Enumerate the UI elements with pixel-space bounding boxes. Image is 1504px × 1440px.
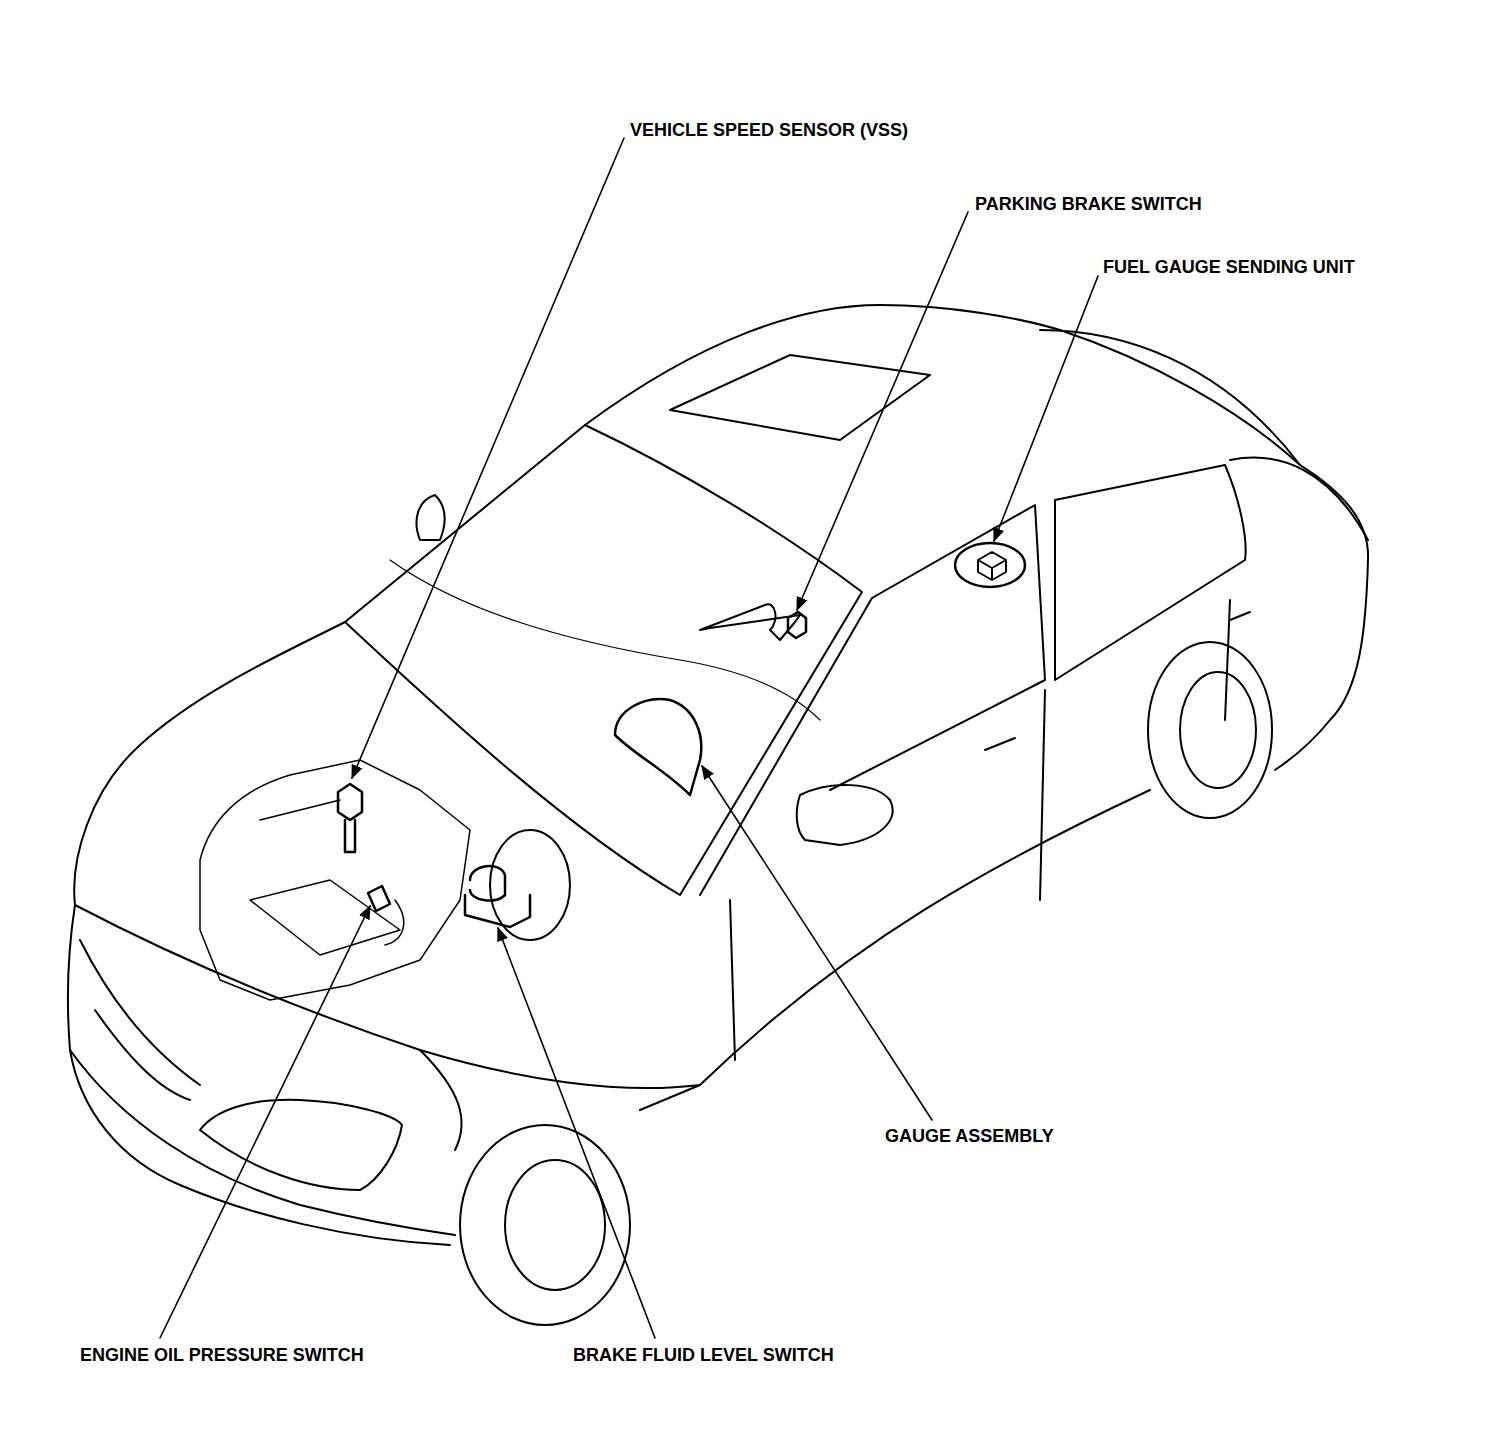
headlight bbox=[200, 1100, 402, 1190]
car-bumper bbox=[70, 1050, 455, 1235]
vehicle-speed-sensor bbox=[338, 784, 362, 852]
parking-brake-switch bbox=[788, 612, 806, 638]
part-label: BRAKE FLUID LEVEL SWITCH bbox=[571, 1345, 836, 1365]
part-label: PARKING BRAKE SWITCH bbox=[973, 194, 1204, 214]
car-front-lower bbox=[68, 905, 450, 1245]
oil-pressure-switch bbox=[368, 886, 390, 911]
part-label: VEHICLE SPEED SENSOR (VSS) bbox=[628, 120, 910, 140]
leader-line bbox=[797, 212, 968, 610]
sunroof bbox=[670, 355, 930, 440]
parking-brake-lever bbox=[700, 604, 800, 640]
leader-line bbox=[702, 766, 932, 1120]
rear-door-window bbox=[1055, 465, 1246, 680]
part-label: GAUGE ASSEMBLY bbox=[883, 1126, 1056, 1146]
engine bbox=[200, 760, 470, 1000]
rear-wheel-rim bbox=[1180, 672, 1256, 788]
leader-line bbox=[160, 906, 370, 1338]
car-trunk bbox=[1230, 458, 1368, 540]
fuel-sending-unit-block bbox=[978, 552, 1006, 580]
door-lines bbox=[730, 600, 1230, 1060]
left-mirror bbox=[416, 495, 444, 540]
brake-fluid-reservoir bbox=[465, 866, 530, 927]
leader-line bbox=[352, 138, 624, 778]
front-wheel-rim bbox=[505, 1160, 605, 1290]
part-label: FUEL GAUGE SENDING UNIT bbox=[1101, 257, 1357, 277]
brake-booster bbox=[490, 830, 570, 940]
windshield bbox=[345, 425, 862, 895]
door-handles bbox=[985, 612, 1250, 750]
part-label: ENGINE OIL PRESSURE SWITCH bbox=[78, 1345, 366, 1365]
car-grille bbox=[80, 940, 200, 1100]
car-hood-line bbox=[75, 905, 700, 1088]
car-body bbox=[74, 305, 1368, 905]
dashboard bbox=[390, 560, 820, 720]
leader-line bbox=[994, 276, 1098, 541]
gauge-assembly bbox=[615, 699, 701, 795]
front-wheel bbox=[460, 1125, 630, 1325]
car-fender bbox=[420, 1050, 462, 1150]
leader-line bbox=[498, 928, 655, 1338]
right-mirror bbox=[797, 785, 893, 845]
fuel-sending-unit bbox=[955, 543, 1025, 587]
rear-wheel bbox=[1148, 642, 1272, 818]
car-rear-spoiler bbox=[1040, 330, 1300, 465]
front-door-window bbox=[700, 505, 1045, 895]
